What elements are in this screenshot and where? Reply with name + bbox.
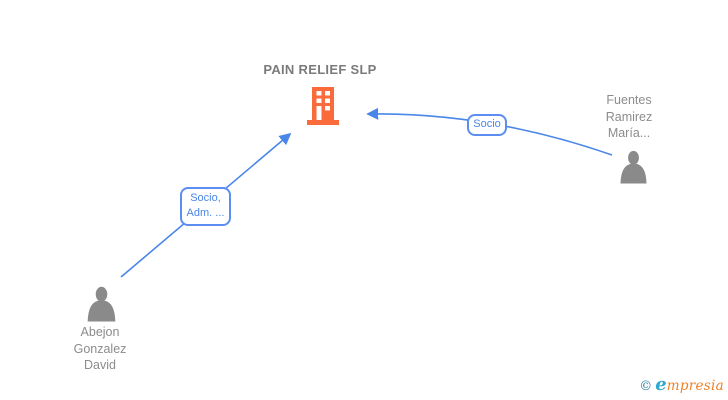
building-icon [307,87,339,125]
logo-text: mpresia [666,378,724,394]
person-node-abejon[interactable] [85,286,118,327]
empresia-logo[interactable]: ©empresia [639,374,724,395]
person-icon [620,150,647,184]
copyright-icon: © [639,379,653,394]
person-node-label-fuentes[interactable]: Fuentes Ramirez María... [605,93,653,140]
company-node[interactable] [306,87,340,130]
edge-label-socio[interactable]: Socio [467,114,507,136]
person-icon [87,286,116,322]
edge-label-socio-adm[interactable]: Socio, Adm. ... [180,187,231,226]
logo-letter-e: e [655,374,667,395]
person-node-label-abejon[interactable]: Abejon Gonzalez David [73,325,127,372]
company-node-title[interactable]: PAIN RELIEF SLP [263,62,377,77]
person-node-fuentes[interactable] [618,150,649,189]
